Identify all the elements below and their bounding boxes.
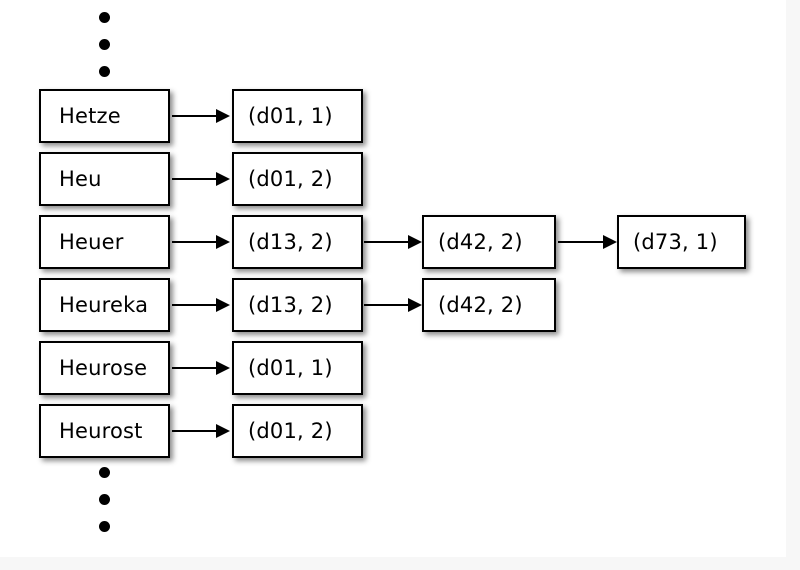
term-label: Heu	[59, 167, 102, 191]
posting-box[interactable]: (d01, 2)	[232, 152, 363, 206]
posting-label: (d42, 2)	[438, 293, 523, 317]
ellipsis-dot	[99, 39, 110, 50]
posting-label: (d42, 2)	[438, 230, 523, 254]
term-box-heureka[interactable]: Heureka	[39, 278, 170, 332]
arrow-posting-to-posting	[364, 298, 422, 312]
posting-label: (d73, 1)	[633, 230, 718, 254]
term-label: Heurost	[59, 419, 143, 443]
ellipsis-dot	[99, 521, 110, 532]
arrow-posting-to-posting	[558, 235, 617, 249]
posting-box[interactable]: (d13, 2)	[232, 278, 363, 332]
posting-label: (d13, 2)	[248, 293, 333, 317]
vertical-ellipsis-top	[99, 12, 113, 77]
arrow-term-to-posting	[172, 361, 230, 375]
posting-box[interactable]: (d42, 2)	[422, 215, 556, 269]
term-box-heurose[interactable]: Heurose	[39, 341, 170, 395]
posting-label: (d01, 1)	[248, 356, 333, 380]
ellipsis-dot	[99, 66, 110, 77]
posting-box[interactable]: (d01, 2)	[232, 404, 363, 458]
posting-box[interactable]: (d01, 1)	[232, 341, 363, 395]
ellipsis-dot	[99, 494, 110, 505]
posting-label: (d13, 2)	[248, 230, 333, 254]
term-box-hetze[interactable]: Hetze	[39, 89, 170, 143]
arrow-term-to-posting	[172, 172, 230, 186]
term-label: Heurose	[59, 356, 148, 380]
diagram-canvas: Hetze (d01, 1) Heu (d01, 2) Heuer (d13, …	[39, 12, 746, 532]
term-label: Hetze	[59, 104, 121, 128]
ellipsis-dot	[99, 12, 110, 23]
posting-box[interactable]: (d01, 1)	[232, 89, 363, 143]
posting-box[interactable]: (d42, 2)	[422, 278, 556, 332]
posting-label: (d01, 1)	[248, 104, 333, 128]
ellipsis-dot	[99, 467, 110, 478]
arrow-posting-to-posting	[364, 235, 422, 249]
term-box-heuer[interactable]: Heuer	[39, 215, 170, 269]
posting-label: (d01, 2)	[248, 167, 333, 191]
arrow-term-to-posting	[172, 109, 230, 123]
arrow-term-to-posting	[172, 298, 230, 312]
term-label: Heureka	[59, 293, 149, 317]
vertical-ellipsis-bottom	[99, 467, 113, 532]
term-box-heurost[interactable]: Heurost	[39, 404, 170, 458]
term-label: Heuer	[59, 230, 124, 254]
posting-box[interactable]: (d13, 2)	[232, 215, 363, 269]
posting-box[interactable]: (d73, 1)	[617, 215, 746, 269]
arrow-term-to-posting	[172, 424, 230, 438]
arrow-term-to-posting	[172, 235, 230, 249]
posting-label: (d01, 2)	[248, 419, 333, 443]
term-box-heu[interactable]: Heu	[39, 152, 170, 206]
